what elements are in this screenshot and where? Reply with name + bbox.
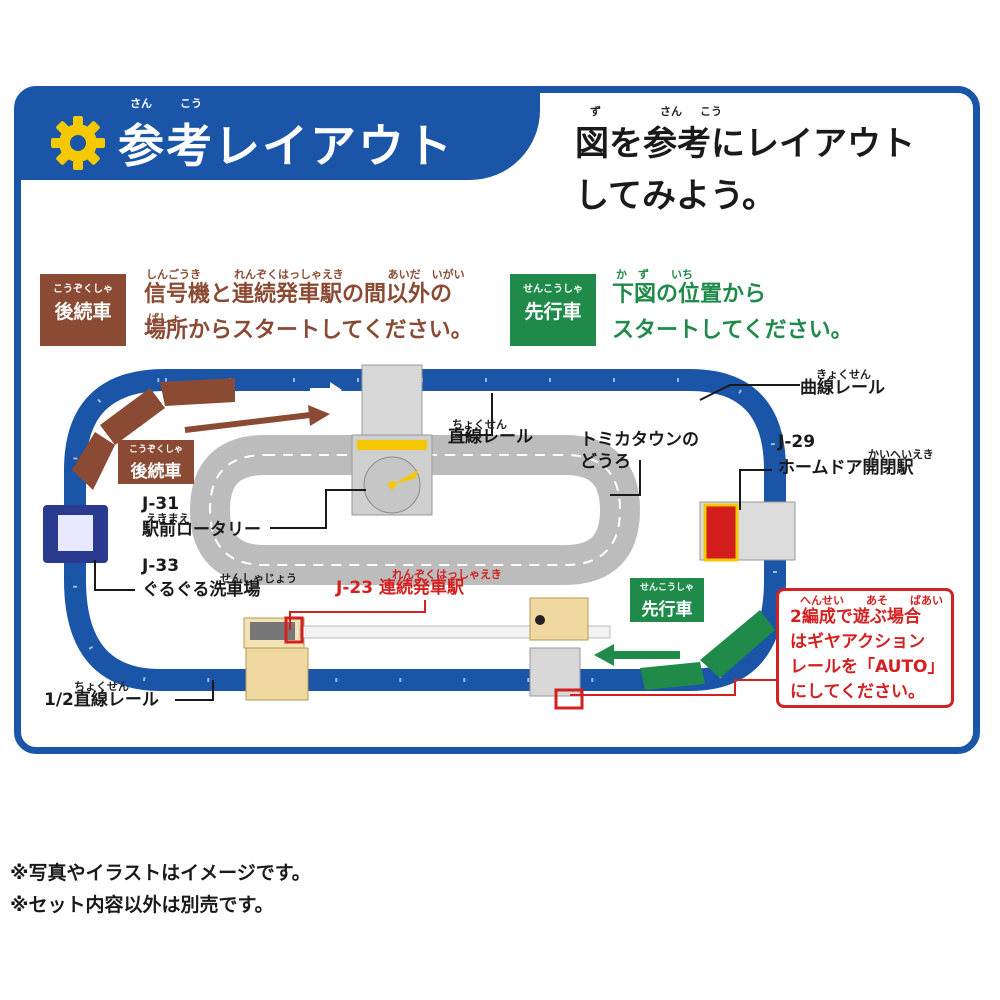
two-train-note-text: 2編成で遊ぶ場合 はギヤアクション レールを「AUTO」 にしてください。 [790,605,960,705]
rear-car-tag-ruby: こうぞくしゃ [128,445,183,455]
rear-instruction-ruby-2: ばしょ [148,312,181,325]
two-train-note-box [776,588,954,708]
label-j31-rotary: 駅前ロータリー [142,520,261,540]
j29-ruby: かいへいえき [868,448,934,461]
label-j33-code: J-33 [142,556,180,576]
page-title: 参考レイアウト [118,119,454,173]
lead-instruction-line-1: 下図の位置から [612,282,767,307]
label-half-straight-rail: 1/2直線レール [44,690,159,710]
label-j33-car-wash: ぐるぐる洗車場 [142,580,261,600]
rear-instruction-ruby: しんごうき れんぞくはっしゃえき あいだ いがい [146,268,465,281]
rear-instruction-line-1: 信号機と連続発車駅の間以外の [144,282,453,307]
j31-ruby: えきまえ [146,512,190,525]
intro-line-1: 図を参考にレイアウト [575,124,915,164]
note-line-3: レールを「AUTO」 [790,657,945,677]
rear-car-train [72,378,235,490]
label-straight-rail: 直線レール [448,427,533,447]
footer-note-2: ※セット内容以外は別売です。 [10,894,274,916]
gear-icon [51,116,105,170]
label-tomica-road-2: どうろ [580,452,631,472]
title-ruby-2: こう [180,97,202,110]
lead-car-tag-label: 先行車 [641,600,693,620]
rear-car-badge: こうぞくしゃ 後続車 [40,274,126,346]
rear-car-arrow [184,412,311,433]
straight-ruby: ちょくせん [452,418,507,431]
note-ruby: へんせい あそ ばあい [800,594,943,607]
lead-car-badge: せんこうしゃ 先行車 [510,274,596,346]
intro-ruby-1: ず [590,105,601,118]
lead-instruction-line-2: スタートしてください。 [612,318,853,343]
intro-line-2: してみよう。 [575,176,776,216]
rear-instruction-line-2: 場所からスタートしてください。 [144,318,473,343]
intro-ruby-2: さん [660,105,682,118]
direction-arrow-icon [310,382,342,398]
lead-car-tag: せんこうしゃ 先行車 [630,578,704,622]
label-tomica-road-1: トミカタウンの [580,430,699,450]
label-j29-station: ホームドア開閉駅 [778,458,914,478]
lead-car-train [640,610,775,690]
curve-ruby: きょくせん [816,368,871,381]
rear-badge-ruby: こうぞくしゃ [53,284,113,295]
lead-instruction-ruby: か ず いち [616,268,693,281]
footer-note-1: ※写真やイラストはイメージです。 [10,862,311,884]
lead-car-tag-ruby: せんこうしゃ [639,583,694,593]
title-ruby-1: さん [130,97,152,110]
note-line-2: はギヤアクション [790,632,926,652]
j23-ruby: れんぞくはっしゃえき [392,568,502,581]
label-curve-rail: 曲線レール [800,378,885,398]
j33-ruby: せんしゃじょう [220,572,297,585]
lead-badge-ruby: せんこうしゃ [523,284,583,295]
tomica-road [189,435,641,585]
rear-badge-label: 後続車 [54,301,112,323]
rotary-stand [361,364,423,446]
label-j29-code: J-29 [778,432,816,452]
rear-car-tag: こうぞくしゃ 後続車 [118,440,194,484]
note-line-4: にしてください。 [790,682,925,702]
note-line-1: 2編成で遊ぶ場合 [790,607,921,627]
lead-badge-label: 先行車 [524,301,582,323]
header-banner [20,92,540,180]
rear-car-tag-label: 後続車 [130,462,182,482]
intro-ruby-3: こう [700,105,722,118]
half-rail-ruby: ちょくせん [74,680,129,693]
label-j31-code: J-31 [142,494,180,514]
label-j23-station: J-23 連続発車駅 [336,578,464,598]
intro-text: 図を参考にレイアウト してみよう。 [575,118,975,222]
j29-door-unit [703,503,739,562]
